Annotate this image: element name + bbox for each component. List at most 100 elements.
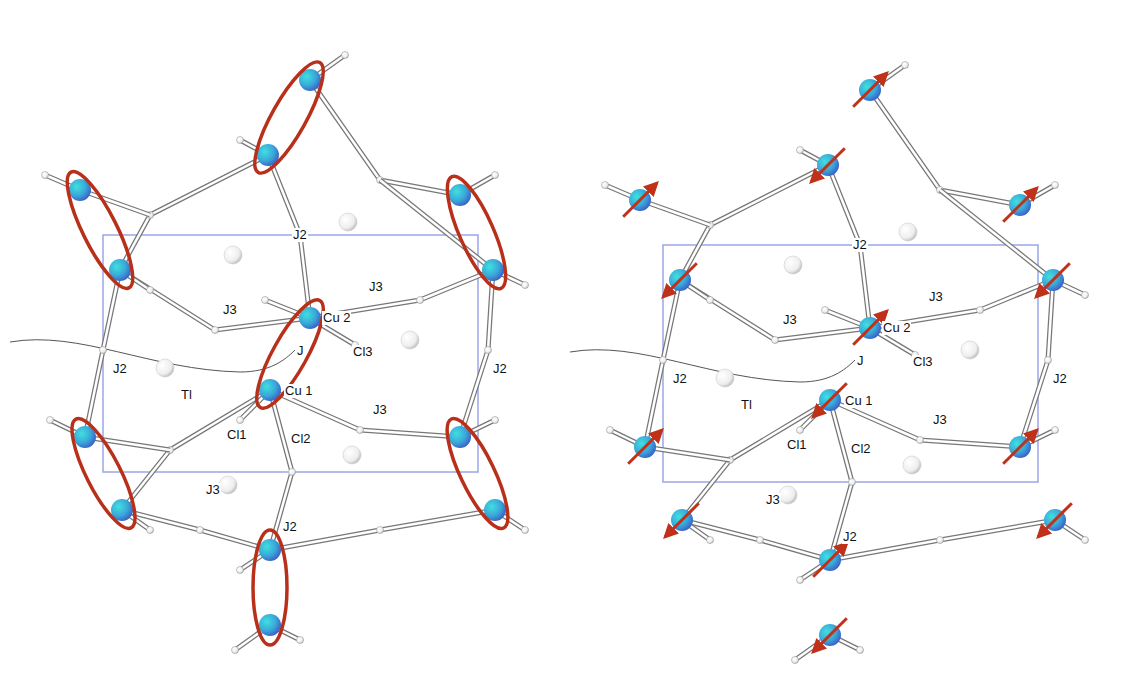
bond (80, 190, 150, 215)
structure-label: Cl3 (912, 355, 934, 369)
cl-atom (197, 527, 204, 534)
spin-arrow (623, 183, 657, 217)
unit-cell (663, 245, 1038, 482)
tl-atom (779, 486, 797, 504)
bond (645, 280, 680, 447)
bond (460, 270, 493, 437)
structure-label: J2 (112, 362, 128, 376)
cl-atom (357, 427, 364, 434)
cl-atom (797, 577, 804, 584)
bond (645, 280, 680, 447)
guide-curve (570, 350, 855, 382)
structure-label: Cl2 (290, 432, 312, 446)
structure-label: Cu 2 (322, 311, 351, 325)
structure-label: Tl (180, 388, 193, 402)
cl-atom (262, 297, 269, 304)
bond (828, 165, 870, 328)
structure-label: Cl1 (786, 438, 808, 452)
cu-atom (259, 539, 281, 561)
cl-atom (1082, 537, 1089, 544)
structure-label: Cu 1 (844, 394, 873, 408)
tl-atom (401, 331, 419, 349)
bond (830, 520, 1055, 560)
bond (645, 447, 730, 460)
cl-atom (902, 62, 909, 69)
bond (270, 510, 495, 550)
cl-atom (289, 469, 296, 476)
bond (680, 280, 870, 340)
cl-atom (772, 337, 779, 344)
structure-label: J2 (492, 362, 508, 376)
cl-atom (1082, 292, 1089, 299)
cl-atom (485, 347, 492, 354)
structure-label: J2 (1052, 372, 1068, 386)
cl-atom (797, 427, 804, 434)
cl-atom (1045, 357, 1052, 364)
bond (268, 155, 310, 318)
cl-atom (297, 637, 304, 644)
cl-atom (822, 307, 829, 314)
structure-label: Cu 1 (284, 384, 313, 398)
bond (268, 155, 310, 318)
bond (940, 190, 1053, 280)
spin-arrow (1038, 503, 1072, 537)
structure-label: J2 (842, 530, 858, 544)
cl-atom (237, 417, 244, 424)
cl-atom (212, 327, 219, 334)
bond (830, 520, 1055, 560)
cl-atom (757, 537, 764, 544)
spin-arrow (1003, 430, 1037, 464)
tl-atom (219, 476, 237, 494)
cl-atom (917, 437, 924, 444)
bond (120, 270, 310, 330)
cl-atom (797, 147, 804, 154)
bond (870, 90, 1020, 205)
bond (1020, 280, 1053, 447)
structure-label: J3 (765, 493, 781, 507)
cl-atom (1052, 427, 1059, 434)
structure-label: J3 (932, 413, 948, 427)
cl-atom (857, 647, 864, 654)
cu-atom (259, 614, 281, 636)
cl-atom (42, 172, 49, 179)
structure-label: J3 (205, 483, 221, 497)
bond (870, 90, 1020, 205)
tl-atom (961, 341, 979, 359)
cl-atom (937, 537, 944, 544)
bond (640, 200, 710, 225)
structure-label: J2 (852, 238, 868, 252)
bond (310, 80, 460, 195)
cl-atom (792, 657, 799, 664)
cl-atom (660, 357, 667, 364)
bond (682, 400, 830, 520)
dimer-ellipse (253, 530, 287, 645)
bond (122, 390, 270, 510)
bond (682, 520, 830, 560)
spin-arrow (811, 148, 845, 182)
cl-atom (522, 282, 529, 289)
cl-atom (342, 52, 349, 59)
structure-label: J3 (222, 303, 238, 317)
guide-curve (10, 340, 295, 372)
bond (310, 80, 460, 195)
structure-label: J2 (672, 372, 688, 386)
cl-atom (602, 182, 609, 189)
spin-arrow (1003, 188, 1037, 222)
bond (940, 190, 1053, 280)
structure-label: Cu 2 (882, 321, 911, 335)
structure-label: Tl (740, 398, 753, 412)
bond (680, 280, 870, 340)
cl-atom (607, 427, 614, 434)
cl-atom (232, 647, 239, 654)
cl-atom (147, 527, 154, 534)
spin-arrow (665, 503, 699, 537)
bond (640, 200, 710, 225)
spin-arrow (1036, 263, 1070, 297)
left-panel (10, 52, 529, 654)
cl-atom (1052, 182, 1059, 189)
bond (645, 447, 730, 460)
cl-atom (977, 307, 984, 314)
bond (85, 437, 170, 450)
bond (1020, 280, 1053, 447)
